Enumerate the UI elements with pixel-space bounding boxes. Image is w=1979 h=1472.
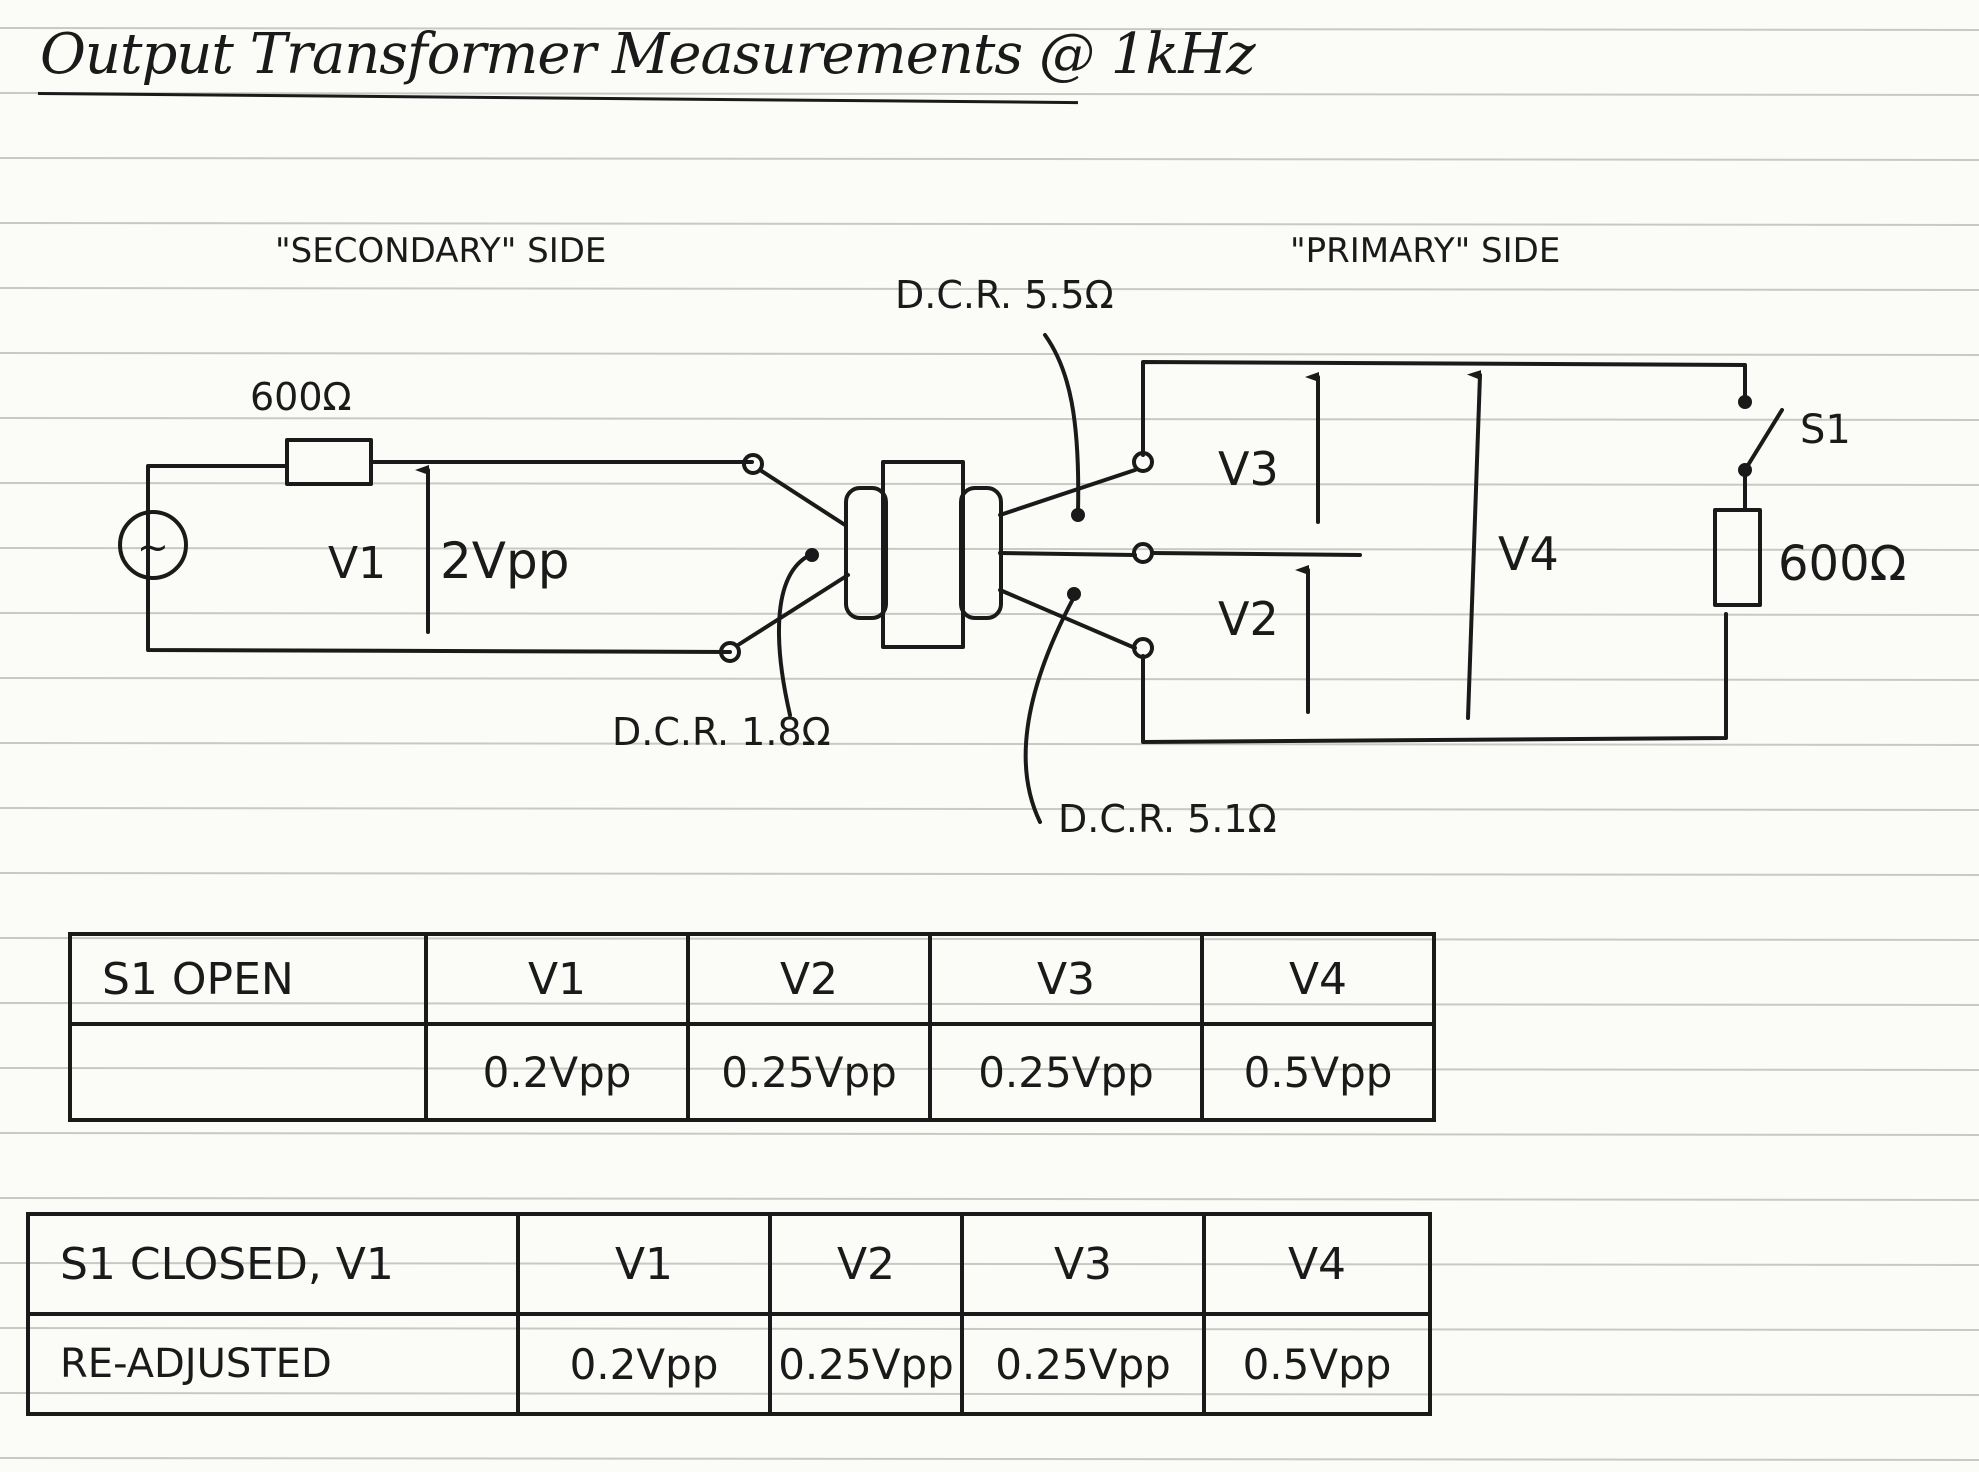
secondary-lead-top <box>758 468 847 527</box>
dcr-lower-pointer <box>1023 595 1076 824</box>
ruled-line <box>0 1457 1979 1461</box>
header-v4: V4 <box>1200 932 1436 1026</box>
table-s1-closed: S1 CLOSED, V1 V1 V2 V3 V4 RE-ADJUSTED 0.… <box>26 1212 1432 1416</box>
transformer-winding-right <box>959 486 1003 620</box>
primary-top-wire <box>1141 360 1747 457</box>
ruled-line <box>0 27 1979 31</box>
primary-center-wire <box>1150 551 1362 557</box>
load-resistor-label: 600Ω <box>1778 536 1906 592</box>
source-top-wire <box>146 464 287 507</box>
ruled-line <box>0 677 1979 681</box>
header-v2: V2 <box>686 932 932 1026</box>
value-v4: 0.5Vpp <box>1200 1022 1436 1122</box>
load-resistor <box>1713 508 1762 607</box>
value-v2: 0.25Vpp <box>768 1312 964 1416</box>
ruled-line <box>0 222 1979 226</box>
header-v4: V4 <box>1202 1212 1432 1316</box>
page-title: Output Transformer Measurements @ 1kHz <box>40 22 1256 87</box>
value-v1: 0.2Vpp <box>424 1022 690 1122</box>
primary-lead-top <box>998 468 1137 517</box>
header-v3: V3 <box>960 1212 1206 1316</box>
switch-contact-top <box>1738 395 1752 409</box>
header-v1: V1 <box>424 932 690 1026</box>
ruled-line <box>0 352 1979 356</box>
table-row: S1 OPEN V1 V2 V3 V4 <box>68 932 1436 1026</box>
primary-bottom-wire <box>1141 612 1728 744</box>
dcr-primary-lower-label: D.C.R. 5.1Ω <box>1058 797 1277 841</box>
ac-source-symbol <box>118 510 188 580</box>
ruled-line <box>0 92 1979 96</box>
primary-terminal-center <box>1132 542 1154 564</box>
table-row: 0.2Vpp 0.25Vpp 0.25Vpp 0.5Vpp <box>68 1022 1436 1122</box>
switch-s1-blade <box>1743 408 1784 472</box>
ruled-line <box>0 807 1979 811</box>
source-resistor-label: 600Ω <box>250 375 352 419</box>
value-v2: 0.25Vpp <box>686 1022 932 1122</box>
secondary-terminal-bottom <box>719 641 741 663</box>
v4-label: V4 <box>1498 527 1559 581</box>
dcr-secondary-pointer <box>776 553 812 717</box>
primary-side-label: "PRIMARY" SIDE <box>1290 231 1560 271</box>
secondary-terminal-top <box>742 453 764 475</box>
v3-label: V3 <box>1218 442 1279 496</box>
ac-source-symbol-label: ~ <box>137 525 169 569</box>
table-row: RE-ADJUSTED 0.2Vpp 0.25Vpp 0.25Vpp 0.5Vp… <box>26 1312 1432 1416</box>
source-left-wire <box>146 503 732 654</box>
v1-value-label: 2Vpp <box>440 532 570 590</box>
row-label-empty <box>68 1022 428 1122</box>
ruled-line <box>0 742 1979 746</box>
ruled-line <box>0 1197 1979 1201</box>
value-v4: 0.5Vpp <box>1202 1312 1432 1416</box>
ruled-line <box>0 612 1979 616</box>
header-v2: V2 <box>768 1212 964 1316</box>
row-label-s1-open: S1 OPEN <box>68 932 428 1026</box>
header-v1: V1 <box>516 1212 772 1316</box>
transformer-core <box>881 460 965 649</box>
ruled-line <box>0 872 1979 876</box>
ruled-line <box>0 417 1979 421</box>
value-v3: 0.25Vpp <box>960 1312 1206 1416</box>
switch-s1-label: S1 <box>1800 407 1851 453</box>
ruled-line <box>0 1132 1979 1136</box>
value-v3: 0.25Vpp <box>928 1022 1204 1122</box>
v1-label: V1 <box>328 538 386 589</box>
row-label-s1-closed: S1 CLOSED, V1 <box>26 1212 520 1316</box>
header-v3: V3 <box>928 932 1204 1026</box>
ruled-line <box>0 157 1979 161</box>
dcr-primary-upper-label: D.C.R. 5.5Ω <box>895 273 1114 317</box>
row-label-readjusted: RE-ADJUSTED <box>26 1312 520 1416</box>
v4-arrow <box>1466 370 1482 720</box>
v2-label: V2 <box>1218 592 1279 646</box>
transformer-winding-left <box>844 486 888 620</box>
ruled-line <box>0 547 1979 551</box>
dcr-secondary-label: D.C.R. 1.8Ω <box>612 710 831 754</box>
table-s1-open: S1 OPEN V1 V2 V3 V4 0.2Vpp 0.25Vpp 0.25V… <box>68 932 1436 1122</box>
secondary-lead-bottom <box>736 573 850 647</box>
ruled-line <box>0 287 1979 291</box>
primary-lead-bottom <box>998 588 1137 650</box>
table-row: S1 CLOSED, V1 V1 V2 V3 V4 <box>26 1212 1432 1316</box>
source-resistor <box>285 438 373 486</box>
primary-lead-center <box>998 551 1137 557</box>
dcr-upper-pointer <box>1043 333 1081 514</box>
value-v1: 0.2Vpp <box>516 1312 772 1416</box>
secondary-side-label: "SECONDARY" SIDE <box>275 231 606 271</box>
